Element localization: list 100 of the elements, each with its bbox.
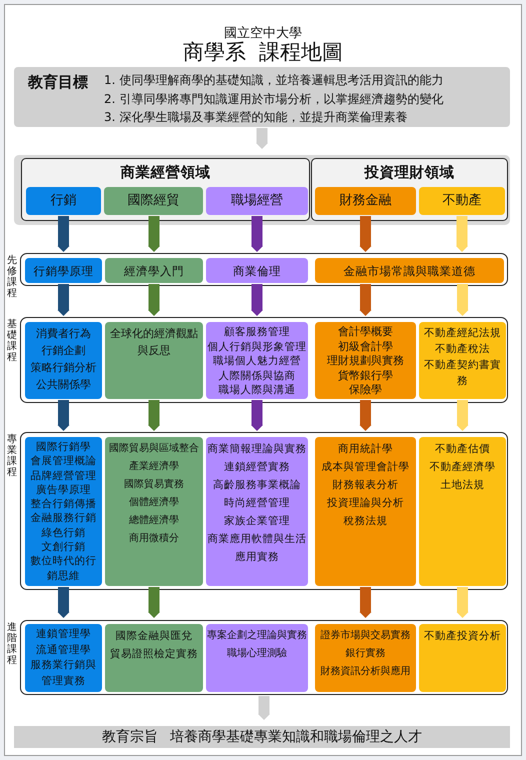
- course-name: 流通管理學: [36, 642, 91, 658]
- course-box: [315, 437, 416, 586]
- course-name: 貿易證照檢定實務: [110, 647, 198, 662]
- course-name: 顧客服務管理: [224, 325, 290, 340]
- course-name: 保險學: [349, 383, 382, 398]
- box-shape: [14, 155, 510, 225]
- course-name: 不動產: [442, 192, 482, 210]
- course-name: 商用統計學: [338, 442, 393, 457]
- mission-bar: [14, 726, 510, 748]
- course-name: 不動產稅法: [435, 342, 490, 357]
- course-name: 金融服務行銷: [30, 511, 96, 526]
- course-name: 職場個人魅力經營: [213, 354, 301, 369]
- university-name: 國立空中大學: [224, 25, 302, 42]
- course-name: 職場經營: [231, 192, 283, 210]
- course-name: 不動產契約書實務: [423, 358, 502, 389]
- objectives-panel: [14, 67, 510, 127]
- course-name: 不動產經濟學: [430, 460, 496, 475]
- domain-panel: [311, 158, 508, 221]
- course-name: 數位時代的行銷思維: [30, 554, 98, 583]
- level-label: 先修課程: [7, 255, 17, 299]
- course-name: 整合行銷傳播: [30, 497, 96, 512]
- course-box: [315, 624, 416, 692]
- course-box: [105, 322, 203, 399]
- level-label: 專業課程: [7, 434, 17, 478]
- course-box: [419, 624, 506, 692]
- course-name: 商業應用軟體與生活應用實務: [207, 532, 307, 565]
- course-name: 產業經濟學: [129, 460, 179, 474]
- category-box: [105, 258, 203, 283]
- course-name: 金融市場常識與職業道德: [344, 262, 476, 280]
- course-name: 財務資訊分析與應用: [320, 664, 410, 679]
- course-name: 公共關係學: [36, 377, 91, 393]
- course-name: 國際貿易實務: [124, 478, 184, 492]
- category-box: [206, 258, 308, 283]
- course-name: 連鎖管理學: [36, 627, 91, 642]
- course-name: 國際行銷學: [36, 440, 91, 454]
- category-box: [25, 258, 102, 283]
- course-name: 商業簡報理論與實務: [208, 442, 306, 457]
- course-name: 會計學概要: [338, 325, 393, 340]
- course-name: 貨幣銀行學: [338, 368, 393, 384]
- course-name: 不動產估價: [435, 442, 490, 457]
- course-box: [315, 322, 416, 399]
- diagram-title: 商學系 課程地圖: [182, 40, 344, 64]
- course-name: 個人行銷與形象管理: [208, 340, 306, 354]
- course-name: 初級會計學: [338, 340, 393, 354]
- course-box: [206, 624, 308, 692]
- course-name: 證券市場與交易實務: [320, 628, 410, 643]
- course-name: 商業倫理: [233, 262, 281, 280]
- course-box: [25, 437, 102, 586]
- course-name: 稅務法規: [344, 514, 388, 529]
- mission-statement: 培養商學基礎專業知識和職場倫理之人才: [170, 728, 422, 746]
- course-box: [105, 437, 203, 586]
- course-name: 綠色行銷: [42, 526, 86, 540]
- course-name: 時尚經營管理: [224, 496, 290, 511]
- course-name: 行銷: [50, 192, 76, 210]
- course-name: 不動產投資分析: [424, 629, 501, 644]
- course-name: 策略行銷分析: [30, 360, 96, 376]
- course-name: 文創行銷: [42, 540, 86, 554]
- course-name: 消費者行為: [36, 326, 91, 342]
- course-name: 專案企劃之理論與實務: [207, 628, 307, 643]
- course-name: 人際關係與協商: [218, 368, 296, 384]
- course-name: 行銷學原理: [34, 262, 94, 280]
- category-box: [315, 187, 416, 215]
- course-name: 成本與管理會計學: [322, 460, 410, 475]
- section-heading: 教育目標: [28, 73, 88, 92]
- objective-item: 2. 引導同學將專門知識運用於市場分析，以掌握經濟趨勢的變化: [104, 90, 444, 108]
- course-name: 會展管理概論: [30, 454, 96, 469]
- course-name: 經濟學入門: [124, 262, 184, 280]
- domain-title: 投資理財領域: [363, 164, 456, 182]
- course-box: [25, 624, 102, 692]
- course-name: 財務金融: [340, 192, 392, 210]
- course-name: 投資理論與分析: [327, 496, 404, 511]
- course-name: 連鎖經營實務: [224, 460, 290, 475]
- course-box: [206, 322, 308, 399]
- course-name: 職場心理測驗: [227, 646, 287, 661]
- course-name: 土地法規: [440, 478, 484, 493]
- course-box: [25, 322, 102, 399]
- course-name: 高齡服務事業概論: [213, 478, 301, 493]
- objective-item: 3. 深化學生職場及事業經營的知能，並提升商業倫理素養: [104, 109, 408, 126]
- mission-heading: 教育宗旨: [102, 728, 158, 746]
- category-box: [206, 187, 308, 215]
- course-name: 家族企業管理: [224, 514, 290, 529]
- course-box: [206, 437, 308, 586]
- course-name: 國際金融與匯兌: [116, 629, 192, 644]
- category-box: [315, 258, 504, 283]
- course-name: 不動產經紀法規: [424, 326, 501, 341]
- course-name: 全球化的經濟觀點與反思: [109, 326, 199, 359]
- course-name: 品牌經營管理: [30, 468, 96, 483]
- course-name: 商用微積分: [129, 532, 179, 546]
- course-box: [419, 437, 506, 586]
- course-name: 職場人際與溝通: [218, 383, 296, 398]
- course-name: 銀行實務: [346, 646, 386, 661]
- level-label: 基礎課程: [7, 319, 17, 363]
- level-label: 進階課程: [7, 622, 17, 666]
- course-box: [105, 624, 203, 692]
- category-box: [104, 187, 203, 215]
- course-name: 國際貿易與區域整合: [109, 442, 199, 456]
- domain-panel: [21, 158, 310, 221]
- course-name: 理財規劃與實務: [327, 354, 404, 369]
- course-name: 國際經貿: [128, 192, 180, 210]
- course-name: 行銷企劃: [42, 343, 86, 359]
